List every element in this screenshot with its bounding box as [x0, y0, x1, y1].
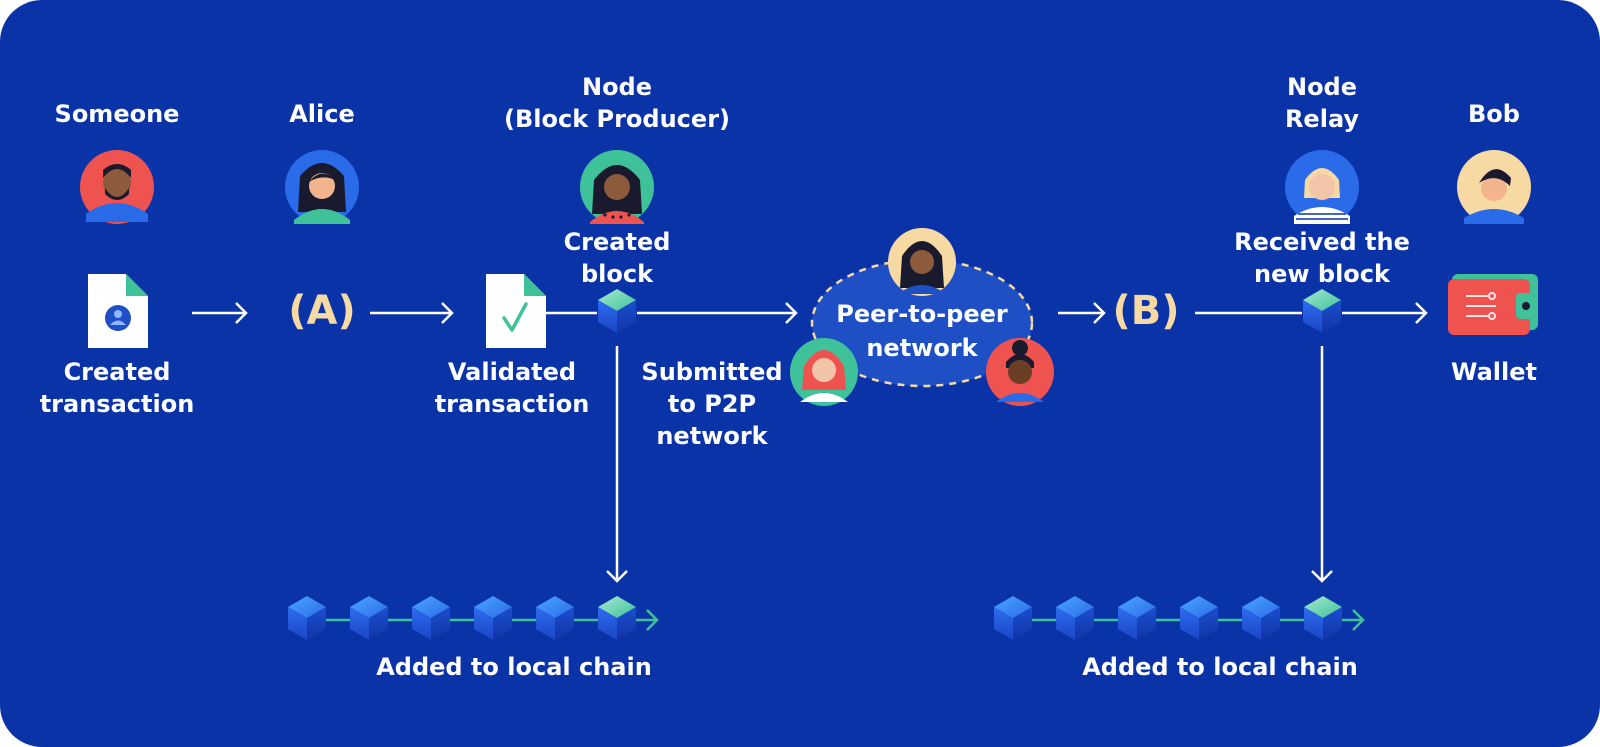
chain-block-cube-3 [1118, 596, 1156, 640]
peer-avatar-left [790, 338, 858, 406]
created-block-label-1: Created [564, 228, 671, 256]
chain-arrow-head [1352, 609, 1365, 631]
document-check-icon [486, 274, 546, 348]
arrow-to-b [1058, 302, 1106, 324]
node-producer-label-2: (Block Producer) [504, 105, 730, 133]
wallet-label: Wallet [1451, 358, 1537, 386]
chain-block-cube-6 [1304, 596, 1342, 640]
peer-avatar-top [888, 228, 956, 296]
document-user-icon [88, 274, 148, 348]
node-relay-label-1: Node [1287, 73, 1357, 101]
created-block-cube [598, 289, 636, 333]
arrow-down-right [1311, 346, 1333, 583]
arrow-down-left [606, 346, 628, 583]
chain-block-cube-1 [994, 596, 1032, 640]
alice-avatar [285, 150, 359, 224]
bob-label: Bob [1468, 100, 1520, 128]
chain-block-cube-1 [288, 596, 326, 640]
peer-network-label-1: Peer-to-peer [836, 300, 1008, 328]
added-local-chain-right: Added to local chain [1082, 653, 1358, 681]
submitted-label-3: network [656, 422, 768, 450]
local-chain-right [994, 596, 1365, 640]
created-transaction-label-2: transaction [40, 390, 195, 418]
created-transaction-label-1: Created [64, 358, 171, 386]
received-block-cube [1303, 289, 1341, 333]
submitted-label-1: Submitted [641, 358, 782, 386]
wallet-icon [1448, 274, 1538, 335]
bob-avatar [1457, 150, 1531, 224]
chain-block-cube-2 [350, 596, 388, 640]
peer-avatar-right [986, 338, 1054, 406]
chain-block-cube-6 [598, 596, 636, 640]
node-relay-avatar [1285, 150, 1359, 224]
submitted-label-2: to P2P [668, 390, 756, 418]
validated-transaction-label-1: Validated [448, 358, 576, 386]
step-b-label: (B) [1112, 288, 1179, 334]
step-a-label: (A) [288, 288, 356, 334]
received-block-label-1: Received the [1234, 228, 1410, 256]
alice-label: Alice [289, 100, 355, 128]
chain-block-cube-5 [1242, 596, 1280, 640]
created-block-label-2: block [581, 260, 654, 288]
chain-block-cube-4 [1180, 596, 1218, 640]
arrow-to-validated [370, 302, 454, 324]
chain-block-cube-2 [1056, 596, 1094, 640]
arrow-to-p2p [637, 302, 798, 324]
validated-transaction-label-2: transaction [435, 390, 590, 418]
local-chain-left [288, 596, 659, 640]
someone-label: Someone [55, 100, 180, 128]
arrow-to-wallet [1342, 302, 1428, 324]
received-block-label-2: new block [1254, 260, 1391, 288]
peer-network: Peer-to-peer network [790, 228, 1054, 406]
node-producer-label-1: Node [582, 73, 652, 101]
node-relay-label-2: Relay [1285, 105, 1359, 133]
chain-arrow-head [646, 609, 659, 631]
chain-block-cube-3 [412, 596, 450, 640]
peer-network-label-2: network [866, 334, 978, 362]
added-local-chain-left: Added to local chain [376, 653, 652, 681]
arrow-to-a [192, 302, 248, 324]
chain-block-cube-4 [474, 596, 512, 640]
node-producer-avatar [580, 150, 654, 224]
someone-avatar [80, 150, 154, 224]
chain-block-cube-5 [536, 596, 574, 640]
